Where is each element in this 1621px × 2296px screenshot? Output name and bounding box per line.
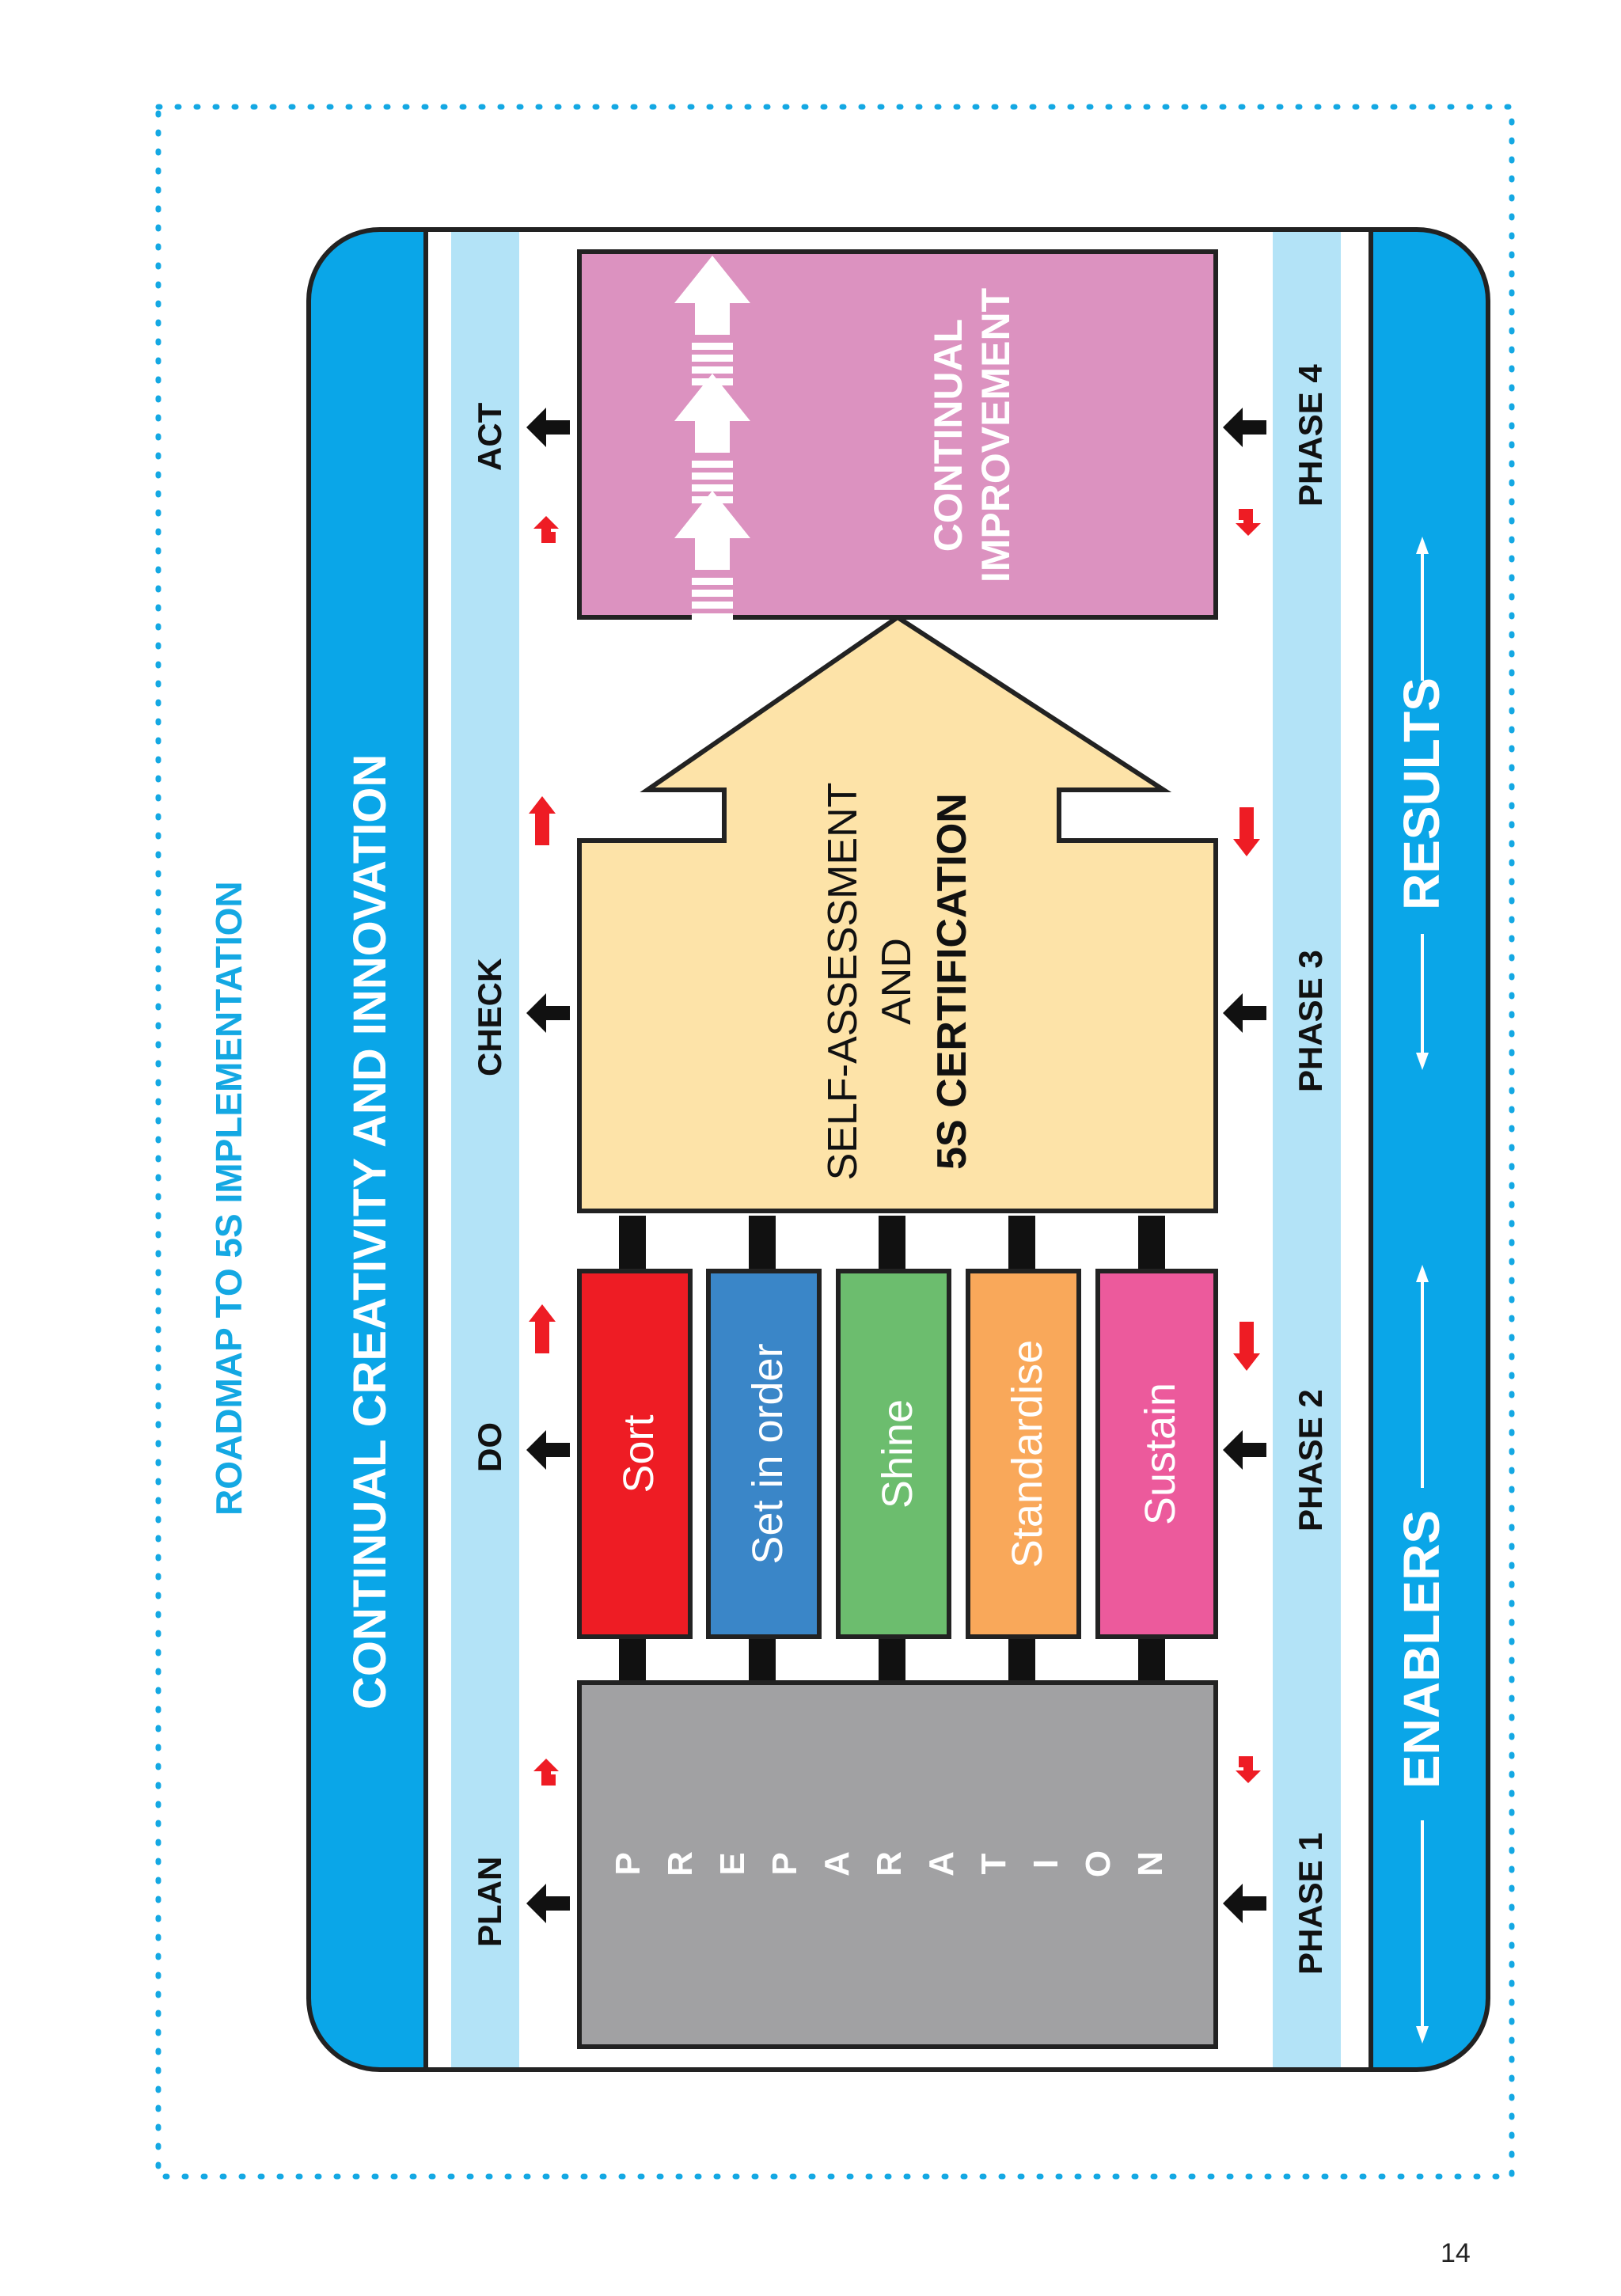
enablers-label: ENABLERS xyxy=(1393,1510,1450,1789)
continual-improvement-line2: IMPROVEMENT xyxy=(974,288,1018,583)
continual-improvement-line1: CONTINUAL xyxy=(926,319,970,552)
sustain-label: Sustain xyxy=(1137,1383,1184,1525)
standardise-label: Standardise xyxy=(1004,1340,1051,1568)
bottom-band: ENABLERS RESULTS xyxy=(1393,537,1450,2044)
left-arrow-icon xyxy=(1223,993,1266,1033)
left-arrow-icon xyxy=(1223,1430,1266,1470)
red-bent-arrow-icon xyxy=(533,1759,559,1786)
pdca-strip xyxy=(451,232,519,2067)
self-assessment-line1: SELF-ASSESSMENT xyxy=(820,783,866,1181)
preparation-letter: N xyxy=(1131,1851,1170,1877)
top-band-text: CONTINUAL CREATIVITY AND INNOVATION xyxy=(344,754,396,1710)
sort-label: Sort xyxy=(615,1414,662,1493)
self-assessment-line3: 5S CERTIFICATION xyxy=(929,793,975,1170)
left-arrow-icon xyxy=(526,408,570,447)
red-up-arrow-icon xyxy=(529,796,556,845)
preparation-letter: A xyxy=(818,1851,856,1877)
red-bent-arrow-icon xyxy=(533,516,559,543)
red-down-arrow-icon xyxy=(1233,807,1260,856)
up-arrow-icon xyxy=(1416,537,1429,554)
red-bent-arrow-icon xyxy=(1236,1756,1261,1783)
up-arrow-icon xyxy=(674,374,750,503)
connectors-right xyxy=(619,1216,1165,1271)
label-act: ACT xyxy=(471,402,508,471)
preparation-letter: R xyxy=(870,1851,909,1877)
red-up-arrow-icon xyxy=(529,1304,556,1353)
label-plan: PLAN xyxy=(471,1857,508,1947)
preparation-letter: I xyxy=(1027,1859,1065,1869)
red-down-arrow-icon xyxy=(1233,1322,1260,1371)
page-title: ROADMAP TO 5S IMPLEMENTATION xyxy=(208,881,249,1516)
sort-box xyxy=(577,1269,693,1639)
red-bent-arrow-icon xyxy=(1236,509,1261,536)
self-assessment-line2: AND xyxy=(874,938,920,1025)
connectors-left xyxy=(619,1637,1165,1683)
down-arrow-icon xyxy=(1416,2026,1429,2044)
shine-box xyxy=(836,1269,951,1639)
down-arrow-icon xyxy=(1416,1053,1429,1070)
bottom-band-lines xyxy=(1416,537,1429,2044)
label-check: CHECK xyxy=(471,958,508,1076)
left-arrow-icon xyxy=(1223,408,1266,447)
left-arrow-icon xyxy=(1223,1884,1266,1923)
black-arrows-top xyxy=(526,408,570,1923)
label-phase-3: PHASE 3 xyxy=(1292,950,1329,1092)
preparation-box xyxy=(577,1680,1218,2049)
phase-strip xyxy=(1273,232,1341,2067)
dotted-frame xyxy=(155,104,1515,2180)
preparation-letter: E xyxy=(713,1852,752,1875)
self-assessment-arrow xyxy=(577,614,1218,1213)
label-phase-2: PHASE 2 xyxy=(1292,1389,1329,1531)
page-number: 14 xyxy=(1441,2238,1471,2268)
improvement-arrows-set xyxy=(674,256,750,620)
label-do: DO xyxy=(471,1422,508,1472)
left-arrow-icon xyxy=(526,1430,570,1470)
left-arrow-icon xyxy=(526,993,570,1033)
preparation-letter: O xyxy=(1079,1850,1118,1877)
set-in-order-label: Set in order xyxy=(744,1343,792,1564)
continual-improvement-box xyxy=(577,249,1218,620)
black-arrows-bottom xyxy=(1223,408,1266,1923)
standardise-box xyxy=(966,1269,1081,1639)
label-phase-4: PHASE 4 xyxy=(1292,364,1329,507)
results-label: RESULTS xyxy=(1393,677,1450,910)
red-arrows-bottom xyxy=(1233,509,1261,1783)
up-arrow-icon xyxy=(674,491,750,620)
preparation-letter: P xyxy=(765,1852,804,1875)
up-arrow-icon xyxy=(1416,1265,1429,1282)
set-in-order-box xyxy=(706,1269,822,1639)
preparation-letter: T xyxy=(974,1853,1013,1874)
sustain-box xyxy=(1095,1269,1218,1639)
red-arrows-top xyxy=(529,516,559,1786)
preparation-letter: P xyxy=(609,1852,647,1875)
preparation-letter: R xyxy=(661,1851,700,1877)
shine-label: Shine xyxy=(874,1399,921,1509)
label-phase-1: PHASE 1 xyxy=(1292,1832,1329,1975)
preparation-letter: A xyxy=(922,1851,961,1877)
left-arrow-icon xyxy=(526,1884,570,1923)
